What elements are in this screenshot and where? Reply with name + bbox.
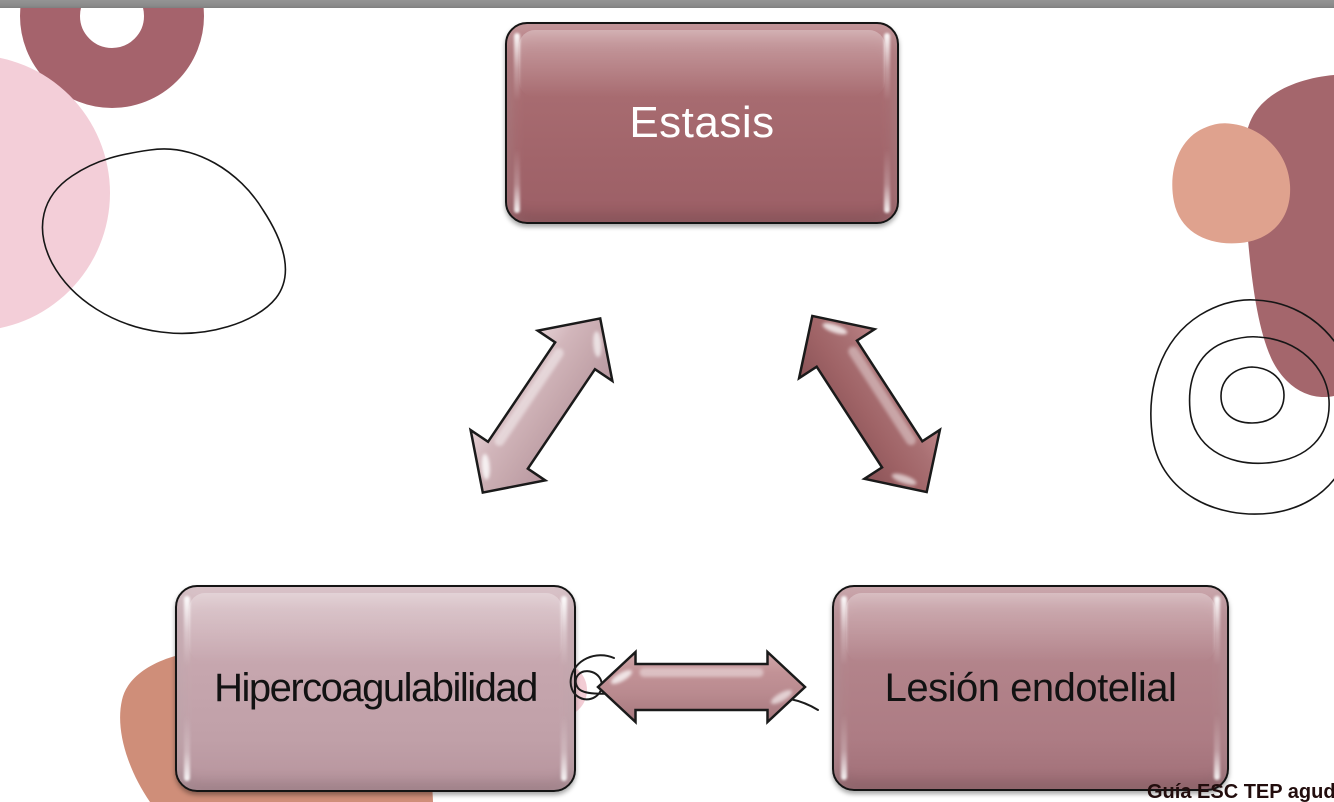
gloss-sheen [846,593,1215,662]
gloss-sheen [519,30,885,98]
concentric-rings-shape [1150,299,1334,515]
salmon-blob-shape [1172,123,1291,244]
gloss-streak-left [841,596,847,780]
node-hipercoagulabilidad: Hipercoagulabilidad [175,585,576,792]
node-hipercoagulabilidad-label: Hipercoagulabilidad [214,666,538,710]
node-estasis-label: Estasis [629,98,775,147]
gloss-streak-left [184,596,190,781]
gloss-streak-right [1214,596,1220,780]
connector-hipercoagulabilidad-lesion [596,649,807,725]
node-lesion-endotelial-label: Lesión endotelial [884,665,1177,710]
node-estasis: Estasis [505,22,899,224]
outlined-blob-shape [41,148,287,335]
node-lesion-endotelial: Lesión endotelial [832,585,1229,791]
gloss-sheen [189,593,562,663]
connector-estasis-hipercoagulabilidad [468,316,615,495]
donut-u-shape [20,0,204,108]
window-top-bar [0,0,1334,8]
dark-rose-blob-shape [1242,75,1334,398]
gloss-streak-right [884,33,890,213]
citation-text: Guía ESC TEP aguda [1147,781,1334,802]
gloss-streak-right [561,596,567,781]
pink-circle-shape [0,57,110,329]
connector-estasis-lesion [797,314,942,494]
gloss-streak-left [514,33,520,213]
scribble-loop-line [569,654,819,711]
